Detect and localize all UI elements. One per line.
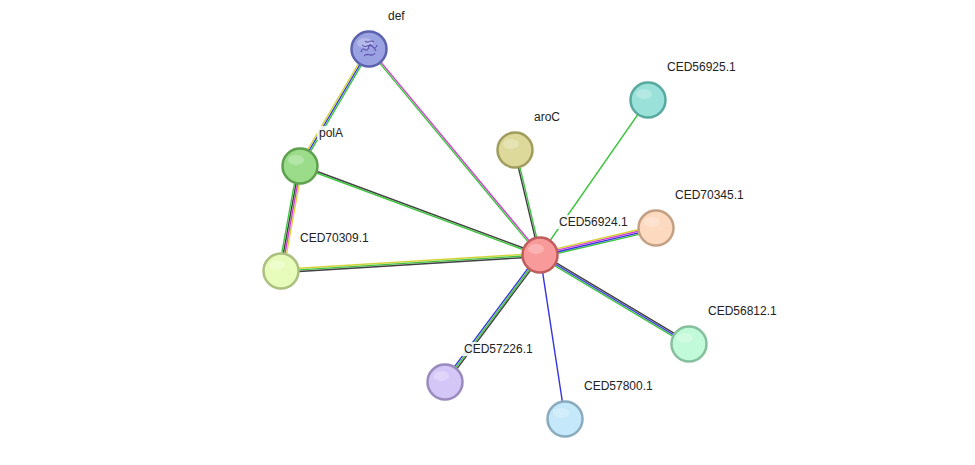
evidence-line <box>299 255 522 269</box>
evidence-line <box>556 263 674 334</box>
protein-node: CED57226.1 <box>426 363 464 401</box>
protein-node: CED56924.1 <box>521 236 559 274</box>
node-disc <box>352 32 387 67</box>
evidence-line <box>299 258 522 272</box>
node-highlight <box>644 217 660 227</box>
evidence-line <box>557 231 638 250</box>
evidence-line <box>518 168 535 238</box>
node-highlight <box>636 89 652 99</box>
protein-node: def <box>350 30 388 68</box>
evidence-line <box>555 266 673 337</box>
node-circle <box>629 81 667 119</box>
interaction-edge <box>555 263 675 336</box>
node-disc <box>428 365 463 400</box>
node-disc <box>264 254 299 289</box>
interaction-edge <box>308 64 361 152</box>
node-label: CED70309.1 <box>298 231 371 245</box>
protein-node: CED70345.1 <box>637 209 675 247</box>
node-circle <box>281 147 319 185</box>
node-circle <box>546 400 584 438</box>
node-highlight <box>528 244 544 254</box>
evidence-line <box>283 184 296 254</box>
interaction-edge <box>557 230 639 254</box>
evidence-line <box>558 234 639 253</box>
node-label: aroC <box>532 110 562 124</box>
protein-node: CED70309.1 <box>262 252 300 290</box>
structure-image <box>361 41 377 56</box>
node-label: def <box>386 9 407 23</box>
interaction-edge <box>299 255 522 272</box>
node-disc <box>283 149 318 184</box>
node-disc <box>523 238 558 273</box>
node-circle <box>426 363 464 401</box>
node-label: CED56812.1 <box>706 304 779 318</box>
interaction-edge <box>550 115 637 240</box>
evidence-line <box>285 184 298 254</box>
node-highlight <box>433 371 449 381</box>
node-circle <box>521 236 559 274</box>
protein-node: polA <box>281 147 319 185</box>
evidence-line <box>282 183 295 253</box>
node-circle <box>670 325 708 363</box>
protein-node: CED56925.1 <box>629 81 667 119</box>
evidence-line <box>558 233 639 252</box>
interaction-edge <box>282 183 299 253</box>
node-circle <box>496 131 534 169</box>
node-label: CED57800.1 <box>582 379 655 393</box>
node-disc <box>631 83 666 118</box>
node-disc <box>548 402 583 437</box>
node-highlight <box>288 155 304 165</box>
evidence-line <box>311 65 362 151</box>
protein-node: CED56812.1 <box>670 325 708 363</box>
node-label: CED57226.1 <box>462 342 535 356</box>
evidence-line <box>543 273 563 401</box>
protein-node: CED57800.1 <box>546 400 584 438</box>
evidence-line <box>555 264 673 335</box>
evidence-line <box>557 230 638 249</box>
node-highlight <box>553 408 569 418</box>
evidence-line <box>299 256 522 270</box>
interaction-edge <box>518 167 536 237</box>
protein-node: aroC <box>496 131 534 169</box>
node-disc <box>498 133 533 168</box>
evidence-line <box>308 64 359 150</box>
evidence-line <box>309 65 360 151</box>
node-circle <box>637 209 675 247</box>
interaction-edge <box>543 273 563 401</box>
node-highlight <box>503 139 519 149</box>
node-label: CED70345.1 <box>673 188 746 202</box>
node-circle <box>350 30 388 68</box>
node-label: polA <box>317 126 345 140</box>
node-highlight <box>677 333 693 343</box>
node-label: CED56924.1 <box>557 215 630 229</box>
node-disc <box>639 211 674 246</box>
node-disc <box>672 327 707 362</box>
node-circle <box>262 252 300 290</box>
node-highlight <box>269 260 285 270</box>
evidence-line <box>550 115 637 240</box>
node-label: CED56925.1 <box>665 60 738 74</box>
evidence-line <box>520 167 537 237</box>
